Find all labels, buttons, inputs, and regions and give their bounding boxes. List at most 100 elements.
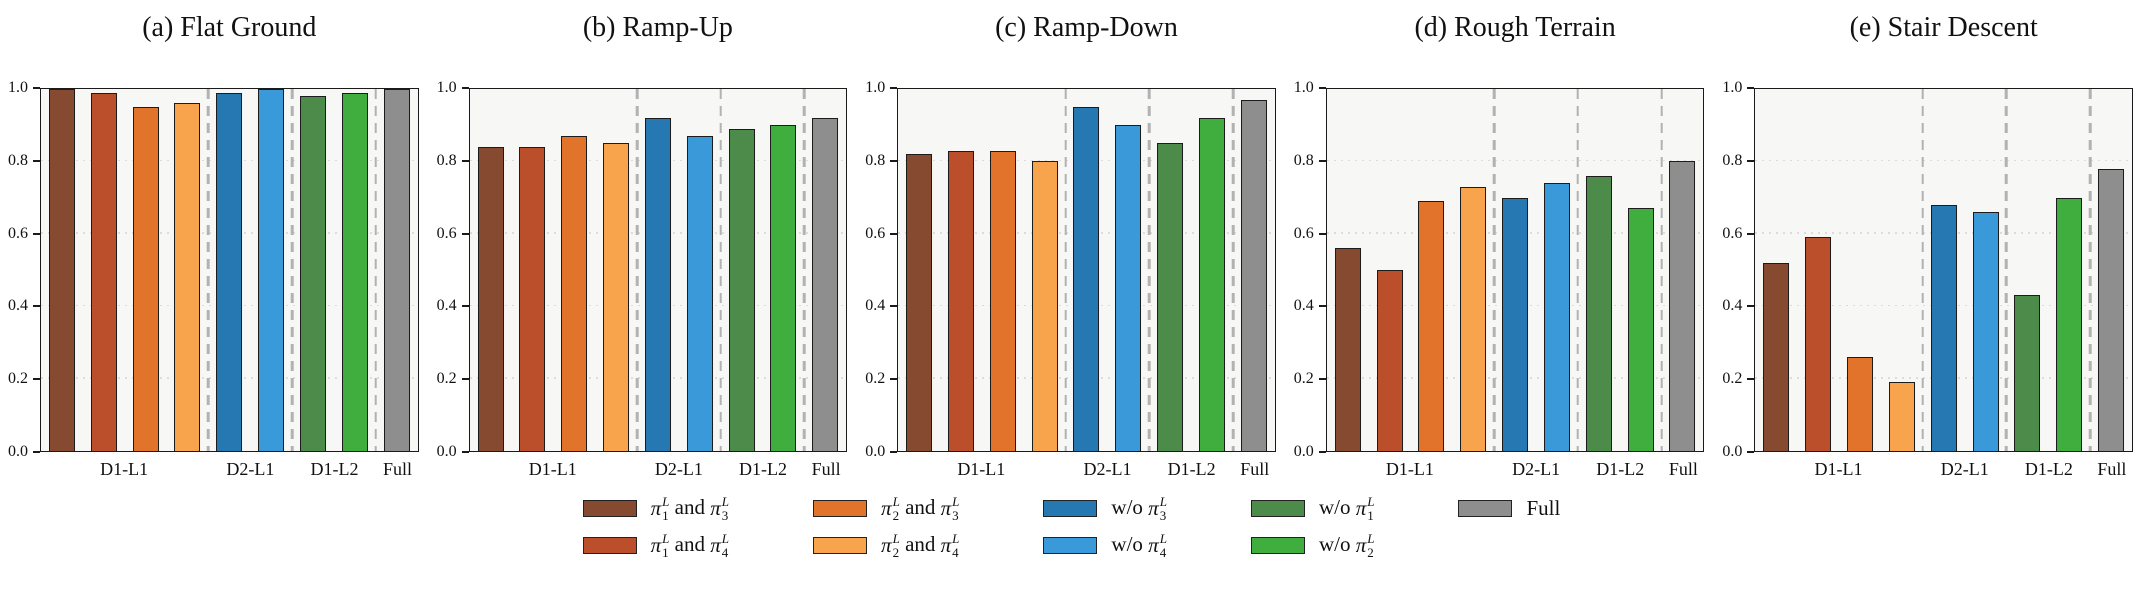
xtick-label: D2-L1	[654, 459, 703, 479]
bar	[1846, 356, 1873, 451]
ytick-label: 1.0	[865, 79, 886, 96]
xtick-label: Full	[1240, 459, 1270, 479]
ytick-mark	[1318, 87, 1326, 89]
pi-glyph: π	[881, 532, 892, 557]
ytick-label: 0.2	[436, 370, 457, 388]
bar	[906, 154, 933, 451]
bar	[1418, 201, 1445, 451]
bar	[2056, 197, 2083, 451]
xtick-label: D2-L1	[1083, 459, 1132, 479]
ytick-mark	[1747, 159, 1755, 162]
ytick-mark	[461, 451, 469, 453]
pi-glyph: π	[940, 532, 952, 557]
ytick-label: 0.8	[1722, 151, 1743, 169]
bar	[2098, 168, 2125, 451]
bar	[299, 96, 326, 451]
ytick-label: 0.0	[436, 443, 457, 460]
ytick-mark	[33, 451, 40, 453]
pi-subscript: 3	[1159, 508, 1167, 523]
bar	[1334, 248, 1361, 451]
pi-superscript: L	[952, 531, 960, 547]
group-separator	[1576, 89, 1580, 451]
group-separator	[719, 89, 722, 451]
xtick-label: D1-L1	[100, 459, 149, 479]
pi-superscript: L	[892, 494, 900, 510]
pi-superscript: L	[1159, 494, 1167, 510]
legend-swatch	[1043, 499, 1098, 517]
panel-title: (c) Ramp-Down	[995, 12, 1178, 43]
ytick-mark	[461, 232, 469, 235]
xtick-label: D1-L1	[1385, 459, 1434, 479]
bar	[603, 143, 630, 451]
pi-superscript: L	[662, 494, 670, 510]
pi-glyph: π	[650, 495, 662, 520]
legend-swatch	[1250, 536, 1305, 554]
bar	[728, 128, 755, 451]
pi-superscript: L	[1159, 531, 1167, 547]
gridline	[1755, 159, 2132, 162]
ytick-label: 0.4	[865, 297, 886, 315]
ytick-mark	[1318, 378, 1326, 381]
pi-superscript: L	[721, 494, 730, 510]
pi-superscript: L	[1367, 531, 1375, 547]
group-separator	[1492, 89, 1496, 451]
ytick-label: 0.4	[436, 297, 457, 315]
xtick-label: D1-L2	[310, 459, 359, 479]
ytick-mark	[1747, 305, 1755, 308]
ytick-label: 0.4	[1293, 297, 1314, 315]
group-separator	[290, 89, 294, 451]
bar	[174, 103, 201, 451]
pi-subscript: 3	[952, 508, 959, 523]
xtick-label: D2-L1	[226, 459, 275, 479]
xtick-label: Full	[2097, 459, 2127, 479]
ytick-mark	[890, 305, 898, 308]
gridline	[1326, 159, 1704, 162]
bar	[1805, 237, 1832, 451]
pi-superscript: L	[1367, 494, 1375, 510]
xtick-label: D1-L2	[2024, 459, 2073, 479]
ytick-mark	[890, 159, 898, 162]
ytick-mark	[1318, 232, 1326, 235]
bar	[1199, 117, 1226, 451]
pi-subscript: 3	[721, 508, 729, 523]
ytick-label: 0.4	[1722, 297, 1743, 315]
pi-glyph: π	[710, 495, 721, 520]
pi-glyph: π	[1355, 532, 1367, 557]
bar	[477, 146, 504, 451]
pi-glyph: π	[940, 495, 952, 520]
pi-glyph: π	[710, 532, 721, 557]
ytick-label: 0.0	[865, 443, 886, 460]
group-separator	[1231, 89, 1235, 451]
ytick-label: 0.0	[8, 443, 28, 460]
ytick-mark	[33, 232, 40, 235]
ytick-mark	[1318, 305, 1326, 308]
bar	[519, 146, 546, 451]
ytick-label: 1.0	[1722, 79, 1743, 96]
ytick-label: 0.2	[1293, 370, 1314, 388]
ytick-mark	[33, 378, 40, 381]
bar	[1376, 270, 1403, 451]
xtick-label: D1-L2	[739, 459, 788, 479]
ytick-label: 0.2	[1722, 370, 1743, 388]
pi-superscript: L	[721, 531, 730, 547]
